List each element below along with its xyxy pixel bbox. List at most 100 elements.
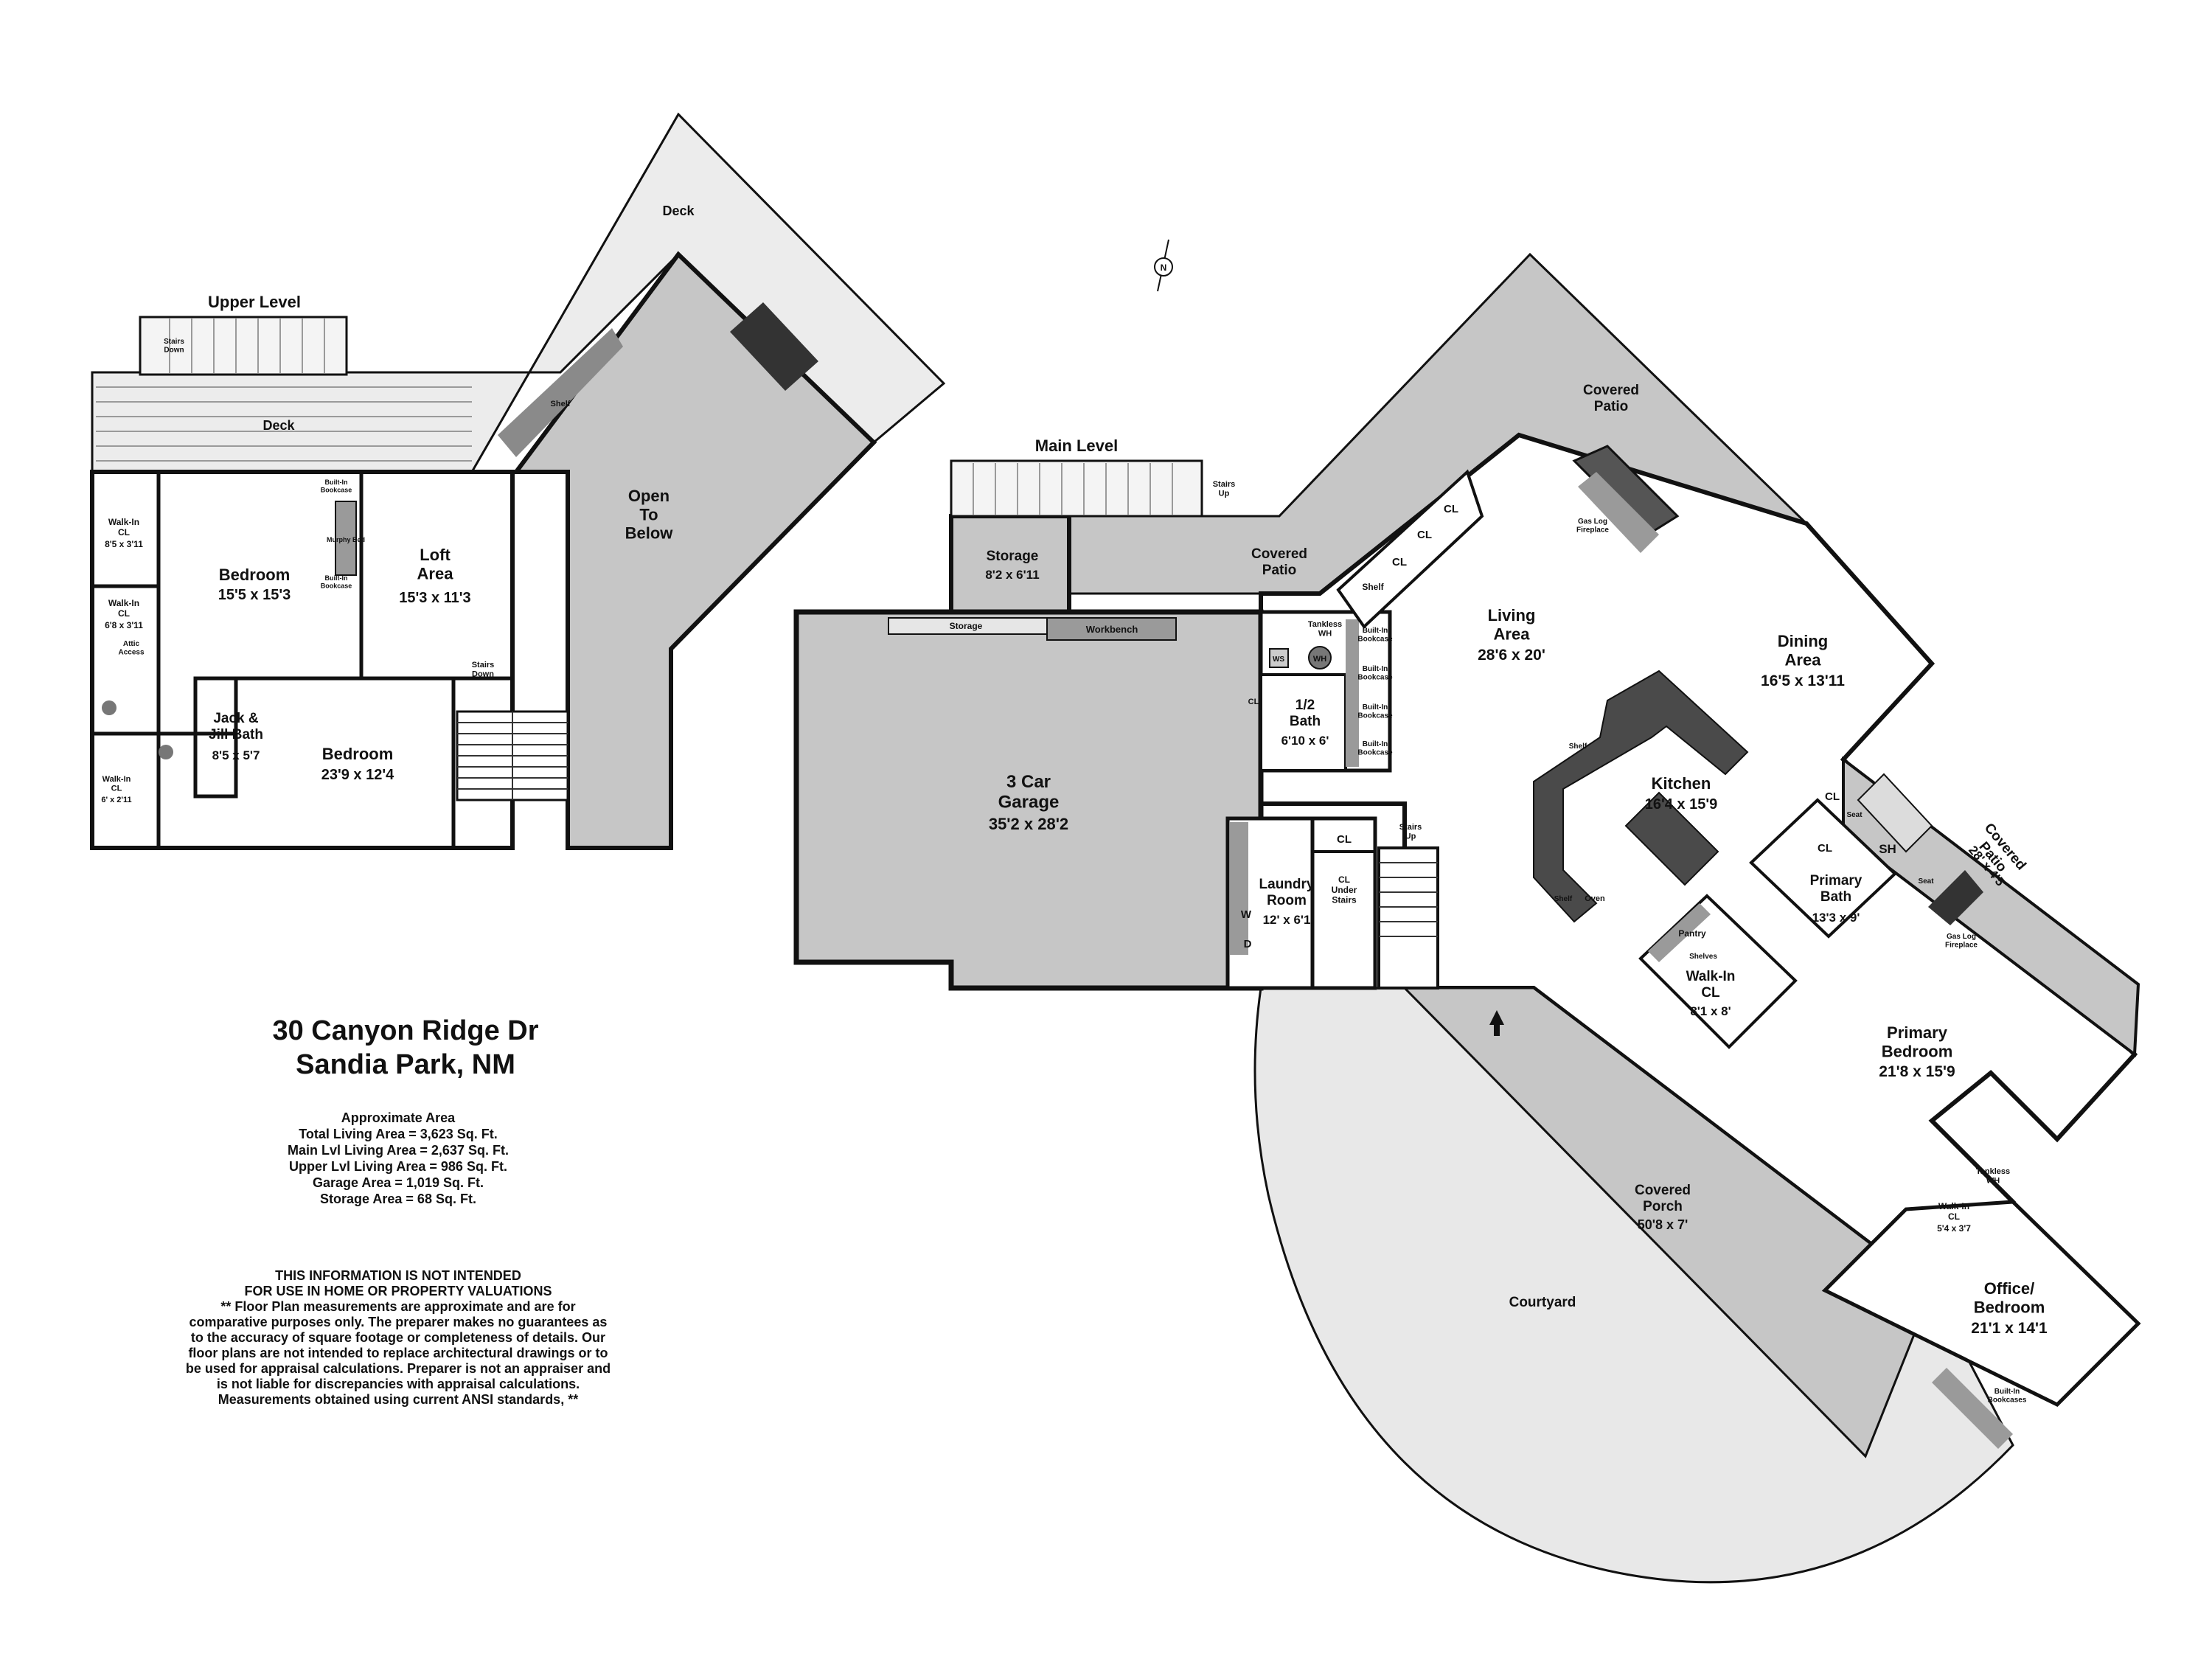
disclaimer-text: is not liable for discrepancies with app…: [216, 1377, 580, 1391]
upper-fireplace: [730, 302, 818, 391]
wh-icon: [1308, 646, 1332, 669]
workbench: [1046, 617, 1177, 641]
loft-dims: 15'3 x 11'3: [399, 590, 470, 606]
kitchen-name: Kitchen: [1652, 774, 1711, 793]
main-staircase: [1377, 846, 1439, 990]
disclaimer-line2: FOR USE IN HOME OR PROPERTY VALUATIONS: [244, 1284, 552, 1298]
main-stairs-top: [950, 459, 1203, 518]
upper-rooms: [90, 470, 515, 850]
address-line2: Sandia Park, NM: [296, 1049, 515, 1080]
upper-bedroom2-dims: 23'9 x 12'4: [321, 767, 394, 783]
courtyard: [1253, 987, 2014, 1584]
upper-stairs-top: [139, 316, 348, 376]
oven-label: Oven: [1585, 894, 1605, 903]
sh-label: SH: [1879, 842, 1896, 856]
garage-storage-label: Storage: [950, 621, 983, 631]
cl-laundry-label: CL: [1337, 833, 1352, 846]
kitchen-island: [1624, 791, 1719, 886]
office-bookcase: [1932, 1368, 2013, 1449]
cl-under-stairs: [1310, 816, 1377, 990]
open-to-below: [512, 251, 877, 850]
shelf-unit: [498, 328, 623, 457]
office-dims: 21'1 x 14'1: [1971, 1320, 2048, 1337]
shower: [1857, 773, 1933, 853]
murphy-bed-label: Murphy Bed: [327, 536, 365, 543]
sink-icon: [102, 700, 116, 715]
living-closets: [1336, 469, 1484, 630]
storage-room: [949, 514, 1071, 614]
disclaimer-text: ** Floor Plan measurements are approxima…: [220, 1299, 576, 1314]
shelf-k2-label: Shelf: [1554, 895, 1573, 903]
address-block: 30 Canyon Ridge Dr Sandia Park, NM: [221, 1014, 590, 1082]
disclaimer-line1: THIS INFORMATION IS NOT INTENDED: [275, 1268, 521, 1283]
main-level-title: Main Level: [1035, 437, 1118, 455]
shelf-k1-label: Shelf: [1569, 742, 1587, 751]
garage-dims: 35'2 x 28'2: [989, 815, 1068, 833]
entry-arrow-icon: [1489, 1010, 1504, 1036]
pantry-label: Pantry: [1678, 928, 1706, 939]
upper-bedroom2-name: Bedroom: [322, 745, 394, 763]
disclaimer-text: comparative purposes only. The preparer …: [189, 1315, 608, 1329]
compass-icon: N: [1154, 239, 1173, 292]
area-block: Approximate Area Total Living Area = 3,6…: [236, 1110, 560, 1207]
fireplace-hearth: [1578, 472, 1659, 553]
walkin1-dims: 8'5 x 3'11: [105, 539, 143, 549]
shelves-label: Shelves: [1689, 953, 1717, 961]
half-bath-dims: 6'10 x 6': [1281, 734, 1329, 748]
laundry-dims: 12' x 6'1: [1263, 913, 1311, 927]
area-heading: Approximate Area: [341, 1110, 456, 1125]
deck-left-label: Deck: [262, 418, 295, 433]
kitchen-counter: [1533, 669, 1749, 923]
jack-jill-dims: 8'5 x 5'7: [212, 748, 260, 762]
half-bath-box: [1259, 673, 1347, 772]
bookcase-strip: [1346, 619, 1359, 767]
cl-label-1: CL: [1444, 503, 1458, 515]
area-line: Main Lvl Living Area = 2,637 Sq. Ft.: [288, 1143, 509, 1158]
seat2-label: Seat: [1918, 877, 1934, 886]
upper-bedroom1-dims: 15'5 x 15'3: [218, 587, 291, 603]
cl-label-2: CL: [1417, 529, 1432, 541]
area-line: Garage Area = 1,019 Sq. Ft.: [313, 1175, 484, 1190]
disclaimer-text: Measurements obtained using current ANSI…: [218, 1392, 579, 1407]
cl-shelf-label: Shelf: [1362, 582, 1384, 592]
seat1-label: Seat: [1846, 811, 1863, 819]
primary-bath-dims: 13'3 x 9': [1812, 911, 1860, 925]
toilet-icon: [159, 745, 173, 759]
office-area: [1821, 1200, 2141, 1408]
address-line1: 30 Canyon Ridge Dr: [272, 1015, 539, 1046]
disclaimer-text: floor plans are not intended to replace …: [188, 1346, 608, 1360]
living-dims: 28'6 x 20': [1478, 647, 1545, 664]
upper-level-title: Upper Level: [208, 293, 301, 311]
area-line: Total Living Area = 3,623 Sq. Ft.: [299, 1127, 498, 1141]
washer-dryer: [1230, 822, 1248, 955]
jack-jill-name: Jack &Jill Bath: [209, 711, 263, 742]
covered-porch-dims: 50'8 x 7': [1638, 1217, 1688, 1232]
area-line: Storage Area = 68 Sq. Ft.: [320, 1192, 476, 1206]
dining-dims: 16'5 x 13'11: [1761, 672, 1845, 689]
murphy-bed: [335, 501, 357, 576]
